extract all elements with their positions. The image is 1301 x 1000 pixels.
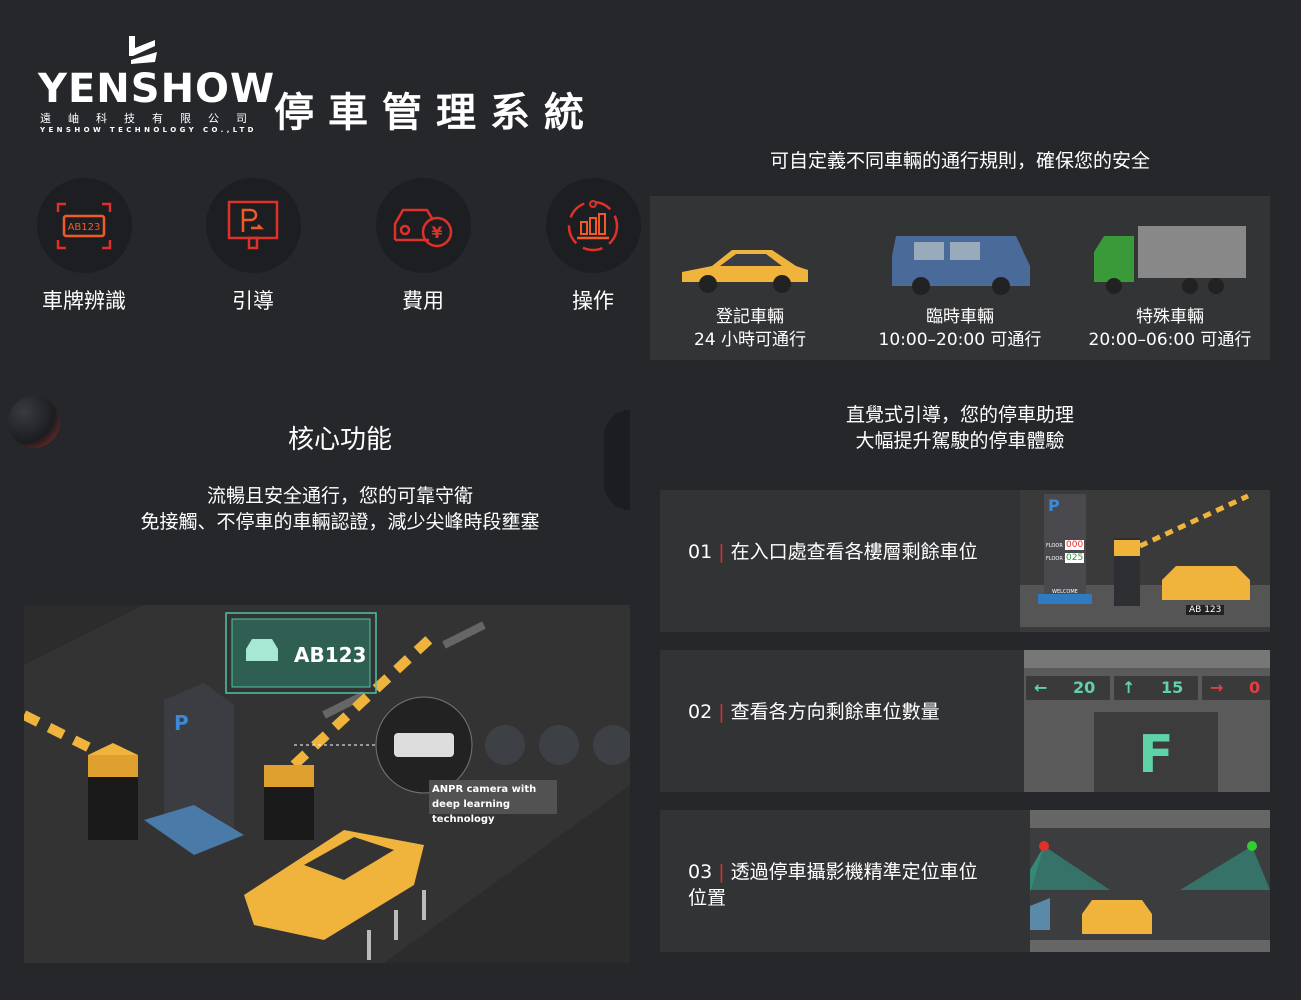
svg-text:AB123: AB123	[68, 222, 101, 233]
right-count: 0	[1248, 678, 1261, 697]
up-count: 15	[1160, 678, 1184, 697]
logo-company-en: YENSHOW TECHNOLOGY CO.,LTD	[40, 126, 257, 134]
floor2-count: 025	[1065, 553, 1085, 563]
logo-company-cn: 遠岫科技有限公司	[40, 112, 264, 125]
guide-card-1: 01|在入口處查看各樓層剩餘車位 P FLOOR 1 000 FLOOR 2 0…	[660, 490, 1270, 632]
decorative-sphere	[604, 410, 630, 510]
parking-gate-illustration: P AB123 ANPR camera with deep learning t…	[24, 605, 630, 963]
license-plate-icon: AB123	[56, 202, 112, 249]
core-line-2: 免接觸、不停車的車輛認證，減少尖峰時段壅塞	[140, 511, 540, 533]
svg-text:P: P	[174, 711, 189, 735]
truck-image	[1094, 226, 1246, 294]
page-title: 停車管理系統	[274, 90, 598, 136]
left-count: 20	[1072, 678, 1096, 697]
operation-chart-icon	[567, 199, 619, 251]
feature-license-plate: AB123 車牌辨識	[9, 178, 159, 315]
feature-label: 操作	[572, 289, 614, 313]
camera-caption: ANPR camera with deep learning technolog…	[432, 784, 537, 825]
rules-heading: 可自定義不同車輛的通行規則，確保您的安全	[769, 150, 1150, 172]
logo-brand: YENSHOW	[38, 66, 276, 112]
core-description: 流暢且安全通行，您的可靠守衛 免接觸、不停車的車輛認證，減少尖峰時段壅塞	[60, 483, 620, 535]
car-plate: AB 123	[1186, 605, 1225, 615]
guide-heading: 直覺式引導，您的停車助理大幅提升駕駛的停車體驗	[845, 404, 1074, 452]
guide-card-2: 02|查看各方向剩餘車位數量 ← 20 ↑ 15 → 0 F	[660, 650, 1270, 792]
floor1-count: 000	[1065, 540, 1085, 550]
recognized-plate: AB123	[294, 643, 367, 667]
zone-letter: F	[1094, 712, 1218, 792]
decorative-sphere	[8, 396, 60, 448]
svg-text:¥: ¥	[431, 223, 442, 242]
feature-label: 費用	[402, 289, 444, 313]
guide-card-3: 03|透過停車攝影機精準定位車位位置	[660, 810, 1270, 952]
logo-mark	[125, 34, 161, 70]
sedan-image	[682, 250, 808, 293]
feature-label: 引導	[232, 289, 274, 313]
car-fee-icon: ¥	[393, 208, 453, 247]
parking-sign-icon	[227, 200, 279, 249]
feature-operation: 操作	[518, 178, 668, 315]
core-title: 核心功能	[287, 425, 392, 455]
feature-label: 車牌辨識	[42, 289, 126, 313]
van-image	[892, 236, 1030, 295]
core-line-1: 流暢且安全通行，您的可靠守衛	[206, 485, 473, 507]
feature-fee: ¥ 費用	[348, 178, 498, 315]
feature-guidance: 引導	[178, 178, 328, 315]
